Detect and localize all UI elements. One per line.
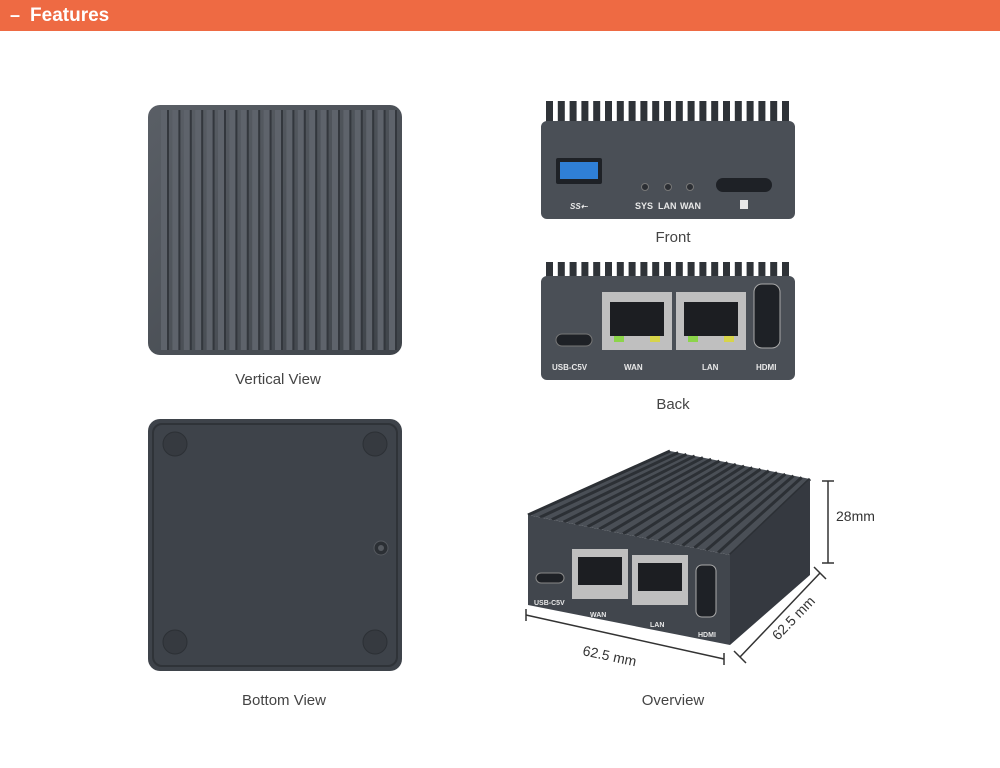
wan-label: WAN: [624, 363, 643, 372]
sd-card-slot-icon: [716, 178, 772, 192]
sys-label: SYS: [635, 201, 653, 211]
wan-label: WAN: [590, 612, 606, 619]
bottom-view-caption: Bottom View: [242, 692, 326, 709]
section-title: Features: [30, 4, 110, 26]
hdmi-label: HDMI: [756, 363, 776, 372]
usbc-label: USB-C5V: [552, 363, 588, 372]
front-view-photo: SS⇠ SYS LAN WAN: [541, 101, 795, 219]
features-header: – Features: [0, 0, 1000, 31]
wan-led-icon: [686, 183, 694, 191]
lan-label: LAN: [658, 201, 677, 211]
back-view-photo: USB-C5V WAN LAN HDMI: [541, 262, 795, 380]
hdmi-port-icon: [753, 283, 781, 349]
usb-c-port-icon: [555, 333, 593, 347]
vertical-view-photo: [148, 105, 402, 355]
collapse-dash-icon[interactable]: –: [10, 5, 21, 25]
front-caption: Front: [655, 229, 691, 246]
usbc-label: USB-C5V: [534, 600, 565, 607]
back-caption: Back: [656, 396, 690, 413]
usb3-logo: SS⇠: [570, 202, 589, 211]
sys-led-icon: [641, 183, 649, 191]
overview-caption: Overview: [641, 692, 705, 709]
hdmi-label: HDMI: [698, 632, 716, 639]
vertical-view-caption: Vertical View: [235, 371, 321, 388]
lan-label: LAN: [650, 622, 664, 629]
width-dimension: 62.5 mm: [581, 642, 638, 669]
lan-label: LAN: [702, 363, 719, 372]
bottom-view-photo: [148, 419, 402, 671]
wan-label: WAN: [680, 201, 701, 211]
lan-led-icon: [664, 183, 672, 191]
height-dimension: 28mm: [836, 508, 875, 524]
overview-photo: USB-C5V WAN LAN HDMI 28mm 62.5 mm 62.5 m…: [525, 449, 875, 669]
